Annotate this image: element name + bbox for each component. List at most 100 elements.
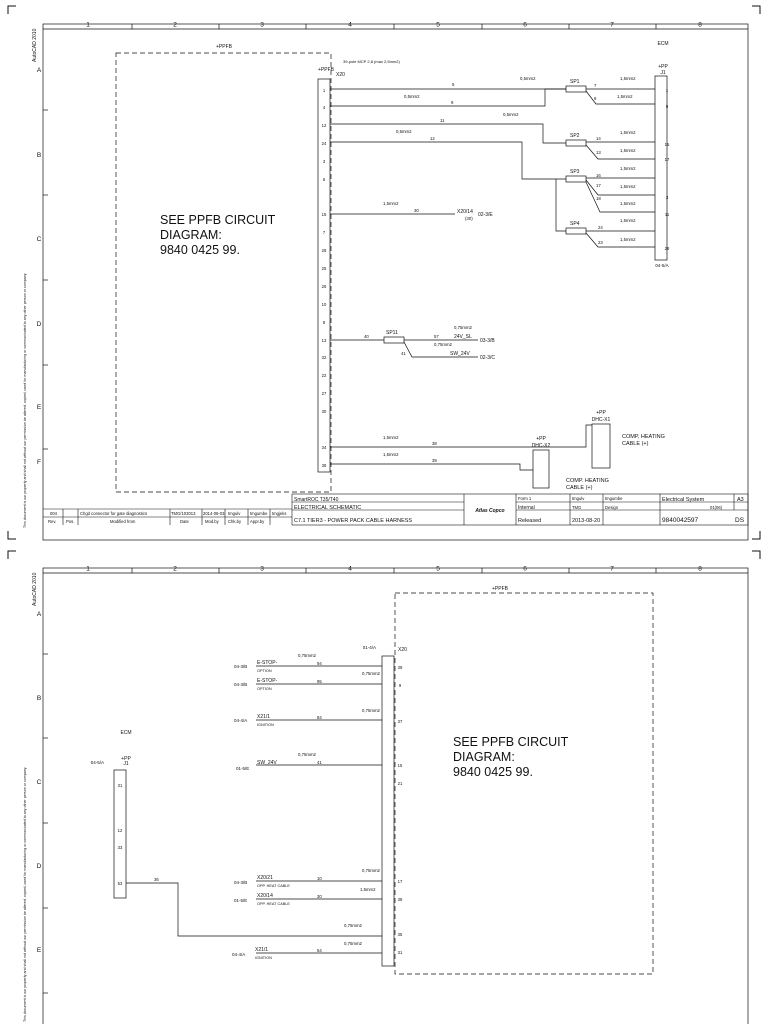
title-block-text: 004 Chgd connector for gate diagnostics … — [48, 496, 745, 524]
wire-number: 38 — [432, 441, 437, 446]
x20-location: +PPFB — [318, 67, 335, 73]
ecm-pins-2: 31 12 33 53 — [118, 783, 123, 886]
col-date: Date — [180, 519, 190, 524]
x20-ref: 01-4/A — [363, 645, 376, 650]
col-label-2: 2 — [173, 22, 177, 29]
schematic-sheet-1: 1 2 3 4 5 6 7 8 A B C D E F AutoCAD 2010… — [7, 5, 761, 541]
col-label-7: 7 — [610, 22, 614, 29]
dhc-x1-location: +PP — [596, 410, 606, 416]
wire-labels-2: 04-3/B E-STOP- OPTION 94 0,75mm2 04-3/B … — [154, 653, 381, 960]
splice-label: SP4 — [570, 221, 580, 227]
ecm-pin: 53 — [118, 881, 123, 886]
ref-x20-14: X20/14 — [457, 209, 473, 215]
wire-size: 0,75mm2 — [362, 671, 381, 676]
cad-version-label: AutoCAD 2010 — [32, 28, 38, 62]
dhc-x2-name: DHC-X2 — [532, 443, 551, 449]
ecm-conn-location: +PP — [658, 64, 668, 70]
issue-date: 2013-08-20 — [572, 518, 600, 524]
wire-number: 18 — [596, 196, 601, 201]
ref-sw-24v: SW_24V — [450, 351, 470, 357]
wires-2 — [126, 665, 382, 954]
x20-pin: 8 — [323, 320, 326, 325]
x20-pin: 7 — [323, 230, 326, 235]
rev-description: Chgd connector for gate diagnostics — [80, 511, 147, 516]
wire-size: 1,5mm2 — [620, 237, 636, 242]
ref-24v-sl: 24V_SL — [454, 334, 472, 340]
rev-date: 2014-06-03 — [203, 511, 225, 516]
wire-signal: X21/1 — [255, 947, 268, 953]
wire-subsignal: IGNITION — [255, 956, 272, 960]
grid-labels: 1 2 3 4 5 6 7 8 A B C D E F — [37, 22, 703, 467]
wire-size: 1,5mm2 — [360, 887, 376, 892]
x20-pin: 22 — [322, 373, 327, 378]
wire-signal: X21/1 — [257, 714, 270, 720]
rev-number: 004 — [50, 511, 58, 516]
wire-number: 16 — [596, 173, 601, 178]
col-label-8: 8 — [698, 22, 702, 29]
confidentiality: Internal — [518, 505, 535, 511]
document-language: DS — [735, 517, 745, 524]
dhc-x1-desc: COMP, HEATING — [622, 434, 665, 440]
dhc-x1-name: DHC-X1 — [592, 417, 611, 423]
brand-logo: Atlas Copco — [474, 508, 504, 514]
ecm-conn-location: +PP — [121, 756, 131, 762]
wire-number: 95 — [317, 679, 322, 684]
see-note-line: SEE PPFB CIRCUIT — [160, 213, 276, 227]
col-label-5: 5 — [436, 566, 440, 573]
ecm-pin: 17 — [665, 157, 670, 162]
col-label-3: 3 — [260, 566, 264, 573]
x20-pin: 15 — [398, 763, 403, 768]
see-note-line: DIAGRAM: — [453, 750, 515, 764]
ecm-pin: 15 — [665, 142, 670, 147]
wire-size: 0,5mm2 — [404, 94, 420, 99]
dhc-x2-desc: COMP. HEATING — [566, 478, 609, 484]
wire-size: 1,5mm2 — [620, 130, 636, 135]
wire-size: 1,5mm2 — [620, 166, 636, 171]
wire-signal: E-STOP- — [257, 678, 278, 684]
wire-size: 1,5mm2 — [383, 201, 399, 206]
col-modified: Modified from — [110, 519, 136, 524]
x20-pin: 1 — [323, 88, 326, 93]
rev-checked: tmgumbe — [250, 511, 268, 516]
property-notice: This document is our property and shall … — [23, 273, 27, 528]
drawing-subtitle: C7.1 TIER3 - POWER PACK CABLE HARNESS — [294, 518, 412, 524]
ppfb-label: +PPFB — [492, 586, 509, 592]
paper-size: A3 — [737, 497, 744, 503]
ecm-pin: 31 — [118, 783, 123, 788]
wire-number: 13 — [596, 150, 601, 155]
wire-subsignal: IGNITION — [257, 723, 274, 727]
wire-subsignal: OPP. HEAT CABLE — [257, 902, 290, 906]
see-note-line: 9840 0425 99. — [160, 243, 240, 257]
wire-number: 5 — [452, 82, 455, 87]
col-pos: Pos. — [66, 519, 74, 524]
wire-ref: 04-3/B — [234, 880, 247, 885]
wires — [330, 85, 655, 489]
row-label-A: A — [37, 67, 42, 74]
see-note-line: DIAGRAM: — [160, 228, 222, 242]
wire-subsignal: OPP. HEAT CABLE — [257, 884, 290, 888]
ecm-label: ECM — [120, 730, 131, 736]
x20-pin: 28 — [322, 248, 327, 253]
wire-size: 0,75mm2 — [362, 868, 381, 873]
wire-number: 8 — [594, 96, 597, 101]
document-number: 9840042597 — [662, 517, 699, 524]
wire-size: 0,5mm2 — [520, 76, 536, 81]
wire-size: 0,75mm2 — [298, 752, 317, 757]
x20-name: X20 — [336, 72, 345, 78]
x20-pin: 30 — [322, 409, 327, 414]
grid-labels-2: 1 2 3 4 5 6 7 8 A B C D E — [37, 566, 703, 955]
dhc-x2-location: +PP — [536, 436, 546, 442]
see-note-line: SEE PPFB CIRCUIT — [453, 735, 569, 749]
mcp-note: 39-pole MCP 2,8 (max 2,5mm2) — [343, 59, 401, 64]
x20-pin: 25 — [322, 266, 327, 271]
ecm-label: ECM — [657, 41, 668, 47]
col-label-5: 5 — [436, 22, 440, 29]
wire-number: 40 — [364, 334, 369, 339]
schematic-sheet-2: 1 2 3 4 5 6 7 8 A B C D E AutoCAD 2010 T… — [0, 548, 768, 1024]
ecm-pin: 9 — [666, 104, 669, 109]
ecm-ref: 04-5/A — [655, 263, 668, 268]
ecm-conn-name: J1 — [123, 761, 129, 767]
col-label-4: 4 — [348, 22, 352, 29]
col-label-7: 7 — [610, 566, 614, 573]
wire-signal: X20/21 — [257, 875, 273, 881]
